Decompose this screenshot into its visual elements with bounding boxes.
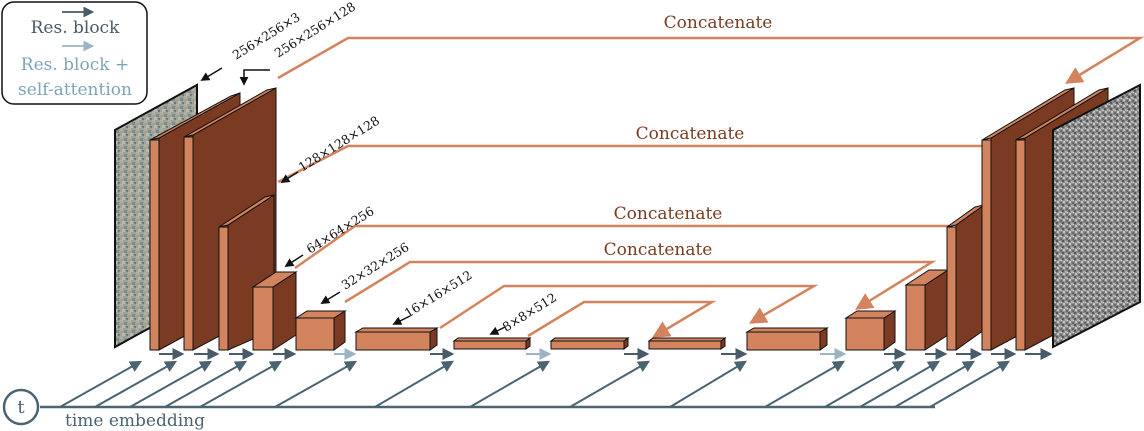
- legend: Res. block Res. block + self-attention: [1, 1, 148, 105]
- skip-connections: [277, 36, 1144, 338]
- dim-label-64x64x256: 64×64×256: [304, 203, 377, 256]
- encoder-block-6: [354, 327, 439, 351]
- time-embedding: t time embedding: [2, 360, 1011, 431]
- decoder-block-4: [904, 269, 950, 351]
- concat-label-3: Concatenate: [614, 204, 723, 224]
- skip-connection-1: [277, 36, 1144, 84]
- time-symbol: t: [17, 397, 25, 418]
- concat-label-4: Concatenate: [604, 240, 713, 260]
- output-noise-image: [1052, 83, 1141, 349]
- dim-label-128x128x128: 128×128×128: [296, 113, 382, 175]
- time-embedding-label: time embedding: [65, 411, 205, 431]
- bottleneck-block-1: [452, 337, 532, 350]
- time-arrows: [59, 360, 1011, 408]
- skip-connection-4: [344, 260, 937, 310]
- concat-label-2: Concatenate: [636, 124, 745, 144]
- skip-connection-5: [439, 284, 819, 330]
- legend-res-block-label: Res. block: [31, 18, 120, 38]
- skip-connection-3: [294, 224, 952, 270]
- encoder-block-4: [251, 271, 298, 351]
- skip-connection-2: [277, 144, 985, 184]
- legend-attention-label-line1: Res. block +: [21, 55, 129, 75]
- time-circle: [2, 388, 40, 426]
- encoder-block-5: [294, 310, 347, 351]
- concat-labels: Concatenate Concatenate Concatenate Conc…: [604, 13, 773, 260]
- bottleneck-block-2: [549, 337, 630, 350]
- decoder-block-5: [946, 204, 985, 351]
- legend-box: [1, 1, 148, 105]
- decoder-block-3: [844, 310, 897, 351]
- legend-attention-label-line2: self-attention: [18, 80, 132, 100]
- decoder-block-1: [647, 337, 727, 350]
- dimension-pointers: [200, 67, 506, 335]
- skip-connection-6: [527, 300, 717, 338]
- concat-label-1: Concatenate: [664, 13, 773, 33]
- decoder-block-2: [745, 327, 829, 351]
- dim-label-8x8x512: 8×8×512: [500, 290, 559, 335]
